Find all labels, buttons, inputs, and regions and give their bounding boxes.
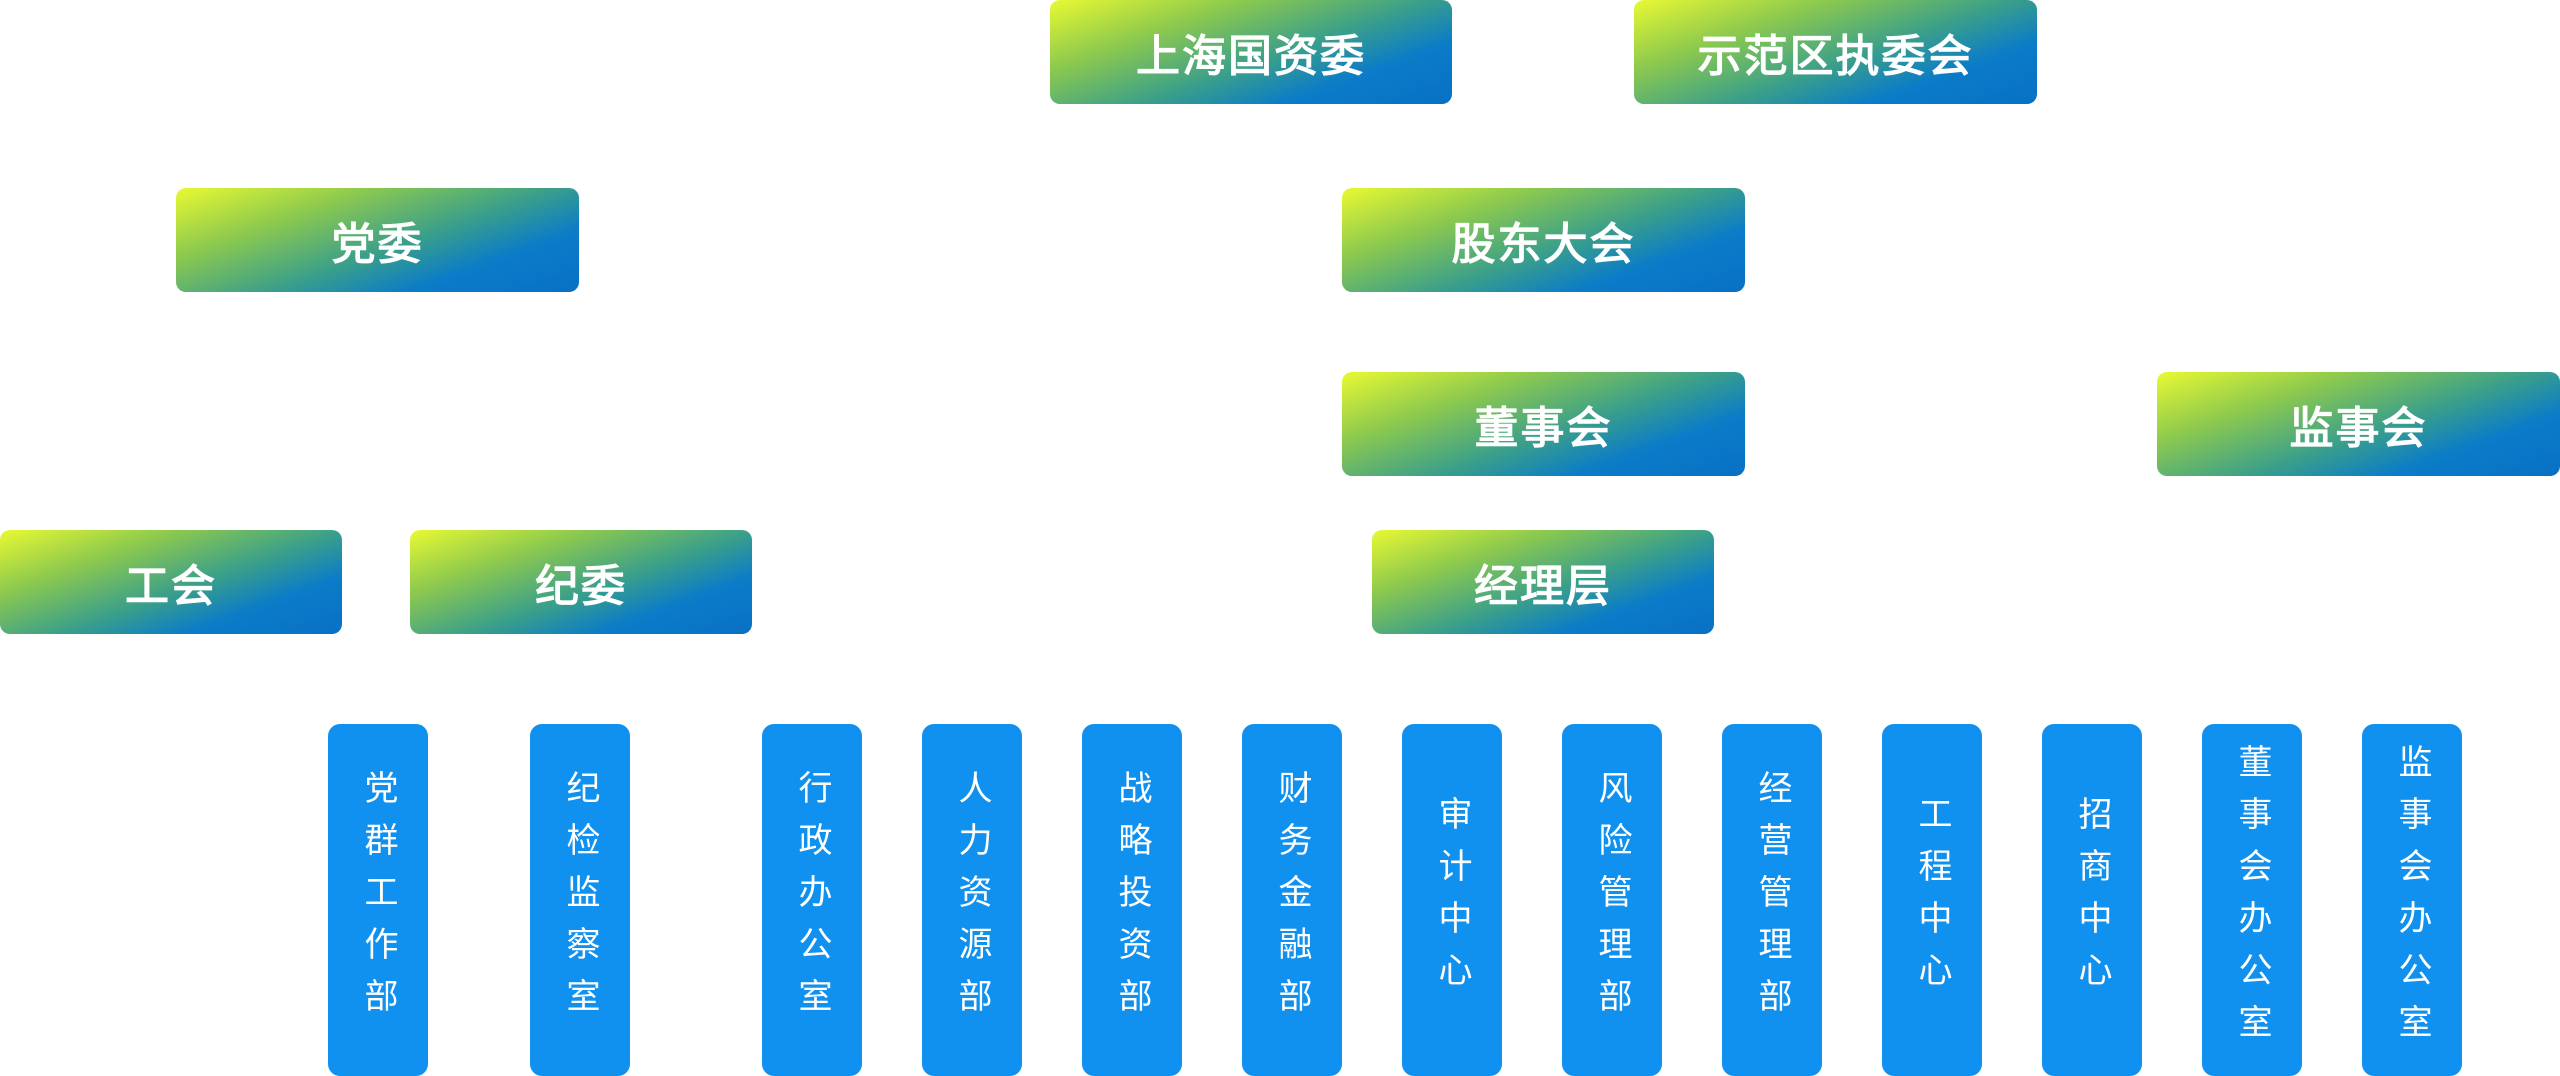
node-label: 上海国资委 xyxy=(1136,31,1366,82)
node-shanghai-sasac: 上海国资委 xyxy=(1050,0,1452,104)
node-label: 股东大会 xyxy=(1451,219,1636,270)
dept-human-resources: 人力资源部 xyxy=(922,724,1022,1076)
dept-administration-office: 行政办公室 xyxy=(762,724,862,1076)
node-board-of-directors: 董事会 xyxy=(1342,372,1745,476)
dept-label: 监事会办公室 xyxy=(2392,744,2432,1056)
node-label: 董事会 xyxy=(1474,403,1613,454)
dept-label: 党群工作部 xyxy=(358,770,398,1030)
node-label: 监事会 xyxy=(2289,403,2428,454)
dept-label: 董事会办公室 xyxy=(2232,744,2272,1056)
node-management: 经理层 xyxy=(1372,530,1714,634)
dept-label: 风险管理部 xyxy=(1592,770,1632,1030)
node-label: 纪委 xyxy=(535,561,627,612)
dept-risk-management: 风险管理部 xyxy=(1562,724,1662,1076)
node-party-committee: 党委 xyxy=(176,188,579,292)
dept-supervisory-office: 监事会办公室 xyxy=(2362,724,2462,1076)
dept-investment-promotion: 招商中心 xyxy=(2042,724,2142,1076)
node-shareholders-meeting: 股东大会 xyxy=(1342,188,1745,292)
dept-label: 财务金融部 xyxy=(1272,770,1312,1030)
node-demo-zone-committee: 示范区执委会 xyxy=(1634,0,2037,104)
dept-label: 纪检监察室 xyxy=(560,770,600,1030)
dept-discipline-inspection: 纪检监察室 xyxy=(530,724,630,1076)
dept-label: 招商中心 xyxy=(2072,796,2112,1004)
dept-audit-center: 审计中心 xyxy=(1402,724,1502,1076)
dept-label: 人力资源部 xyxy=(952,770,992,1030)
dept-label: 行政办公室 xyxy=(792,770,832,1030)
dept-board-office: 董事会办公室 xyxy=(2202,724,2302,1076)
node-labor-union: 工会 xyxy=(0,530,342,634)
node-label: 党委 xyxy=(331,219,424,270)
dept-engineering-center: 工程中心 xyxy=(1882,724,1982,1076)
node-label: 经理层 xyxy=(1474,561,1612,612)
node-supervisory-board: 监事会 xyxy=(2157,372,2560,476)
dept-strategic-investment: 战略投资部 xyxy=(1082,724,1182,1076)
dept-label: 审计中心 xyxy=(1432,796,1472,1004)
node-label: 工会 xyxy=(125,561,217,612)
node-discipline-committee: 纪委 xyxy=(410,530,752,634)
dept-label: 工程中心 xyxy=(1912,796,1952,1004)
dept-operations-management: 经营管理部 xyxy=(1722,724,1822,1076)
dept-finance: 财务金融部 xyxy=(1242,724,1342,1076)
dept-label: 经营管理部 xyxy=(1752,770,1792,1030)
dept-party-mass-work: 党群工作部 xyxy=(328,724,428,1076)
dept-label: 战略投资部 xyxy=(1112,770,1152,1030)
node-label: 示范区执委会 xyxy=(1697,31,1974,82)
